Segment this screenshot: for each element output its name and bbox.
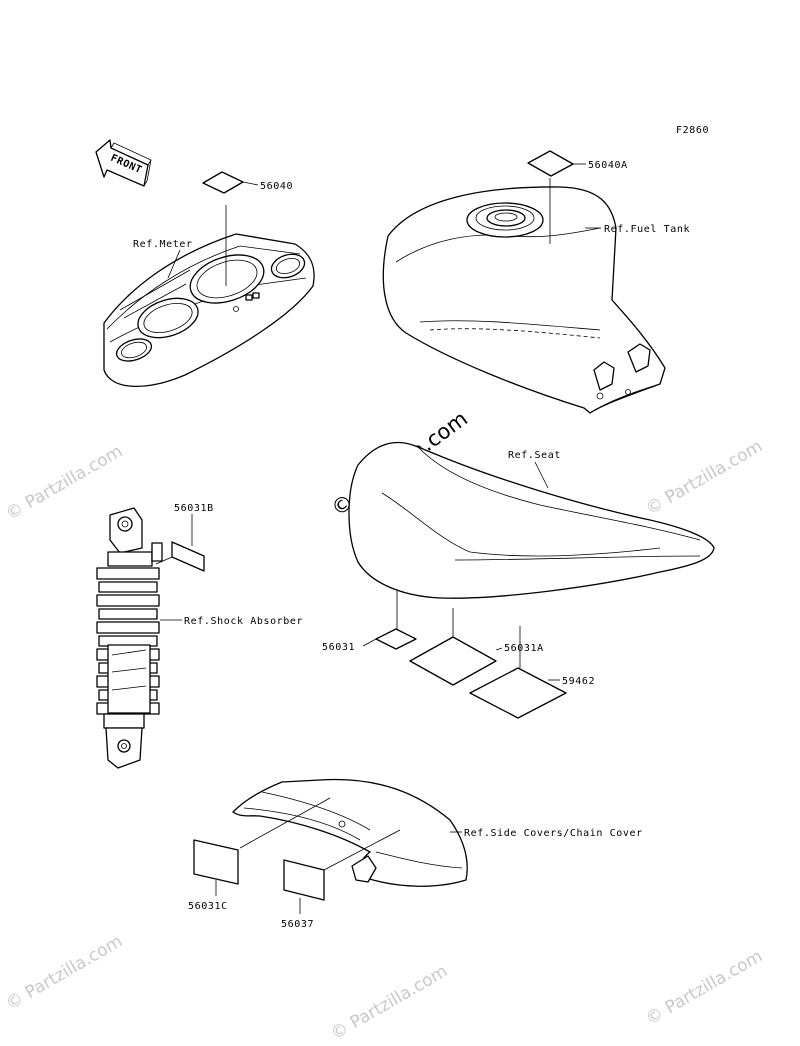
label-56031A xyxy=(409,636,497,686)
side-chain-cover xyxy=(232,778,468,887)
label-56031 xyxy=(375,628,417,650)
front-arrow-icon: FRONT xyxy=(95,139,152,187)
watermark-text: © Partzilla.com xyxy=(328,961,452,1044)
shock-absorber xyxy=(96,507,163,769)
ref-seat-text: Ref.Seat xyxy=(508,450,561,461)
label-59462-text: 59462 xyxy=(562,676,595,687)
ref-meter-text: Ref.Meter xyxy=(133,239,193,250)
watermark-text: © Partzilla.com xyxy=(3,441,127,524)
label-56040A xyxy=(527,150,574,177)
figure-code: F2860 xyxy=(676,125,709,136)
ref-side-covers-text: Ref.Side Covers/Chain Cover xyxy=(464,828,643,839)
label-56037 xyxy=(283,859,325,901)
label-56040 xyxy=(202,171,244,194)
label-56040-text: 56040 xyxy=(260,181,293,192)
watermark-text: © Partzilla.com xyxy=(3,931,127,1014)
label-56031C-text: 56031C xyxy=(188,901,228,912)
watermark-text: © Partzilla.com xyxy=(643,436,767,519)
label-56040A-text: 56040A xyxy=(588,160,628,171)
ref-fuel-tank-text: Ref.Fuel Tank xyxy=(604,224,690,235)
label-59462 xyxy=(469,667,567,719)
label-56031A-text: 56031A xyxy=(504,643,544,654)
label-56031B-text: 56031B xyxy=(174,503,214,514)
label-56037-text: 56037 xyxy=(281,919,314,930)
ref-shock-text: Ref.Shock Absorber xyxy=(184,616,303,627)
label-56031B xyxy=(171,541,205,572)
watermark-text: © Partzilla.com xyxy=(643,946,767,1029)
label-56031C xyxy=(193,839,239,885)
label-56031-text: 56031 xyxy=(322,642,355,653)
meter-assembly xyxy=(103,233,315,388)
seat xyxy=(348,441,715,599)
fuel-tank xyxy=(382,186,666,414)
